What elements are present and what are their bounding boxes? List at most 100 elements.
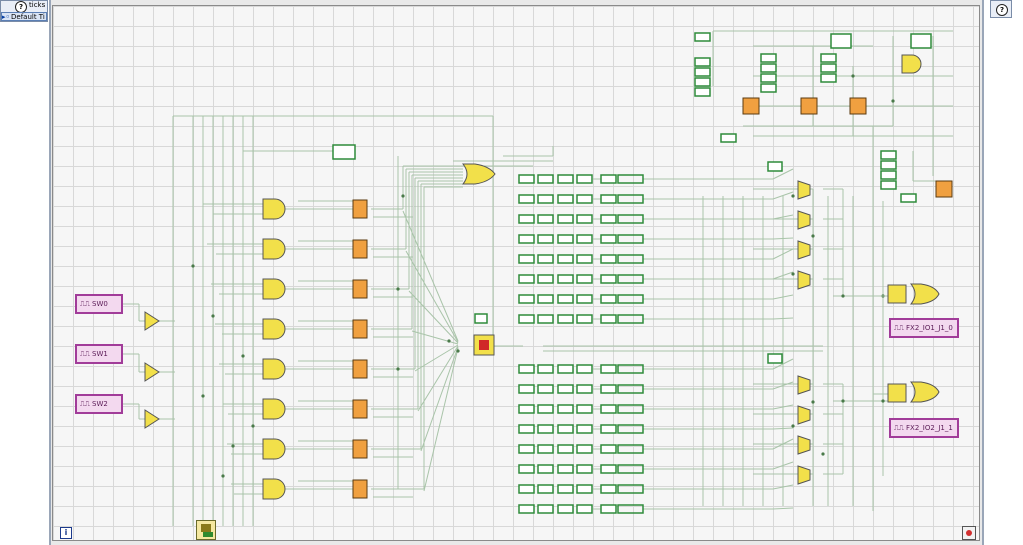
switch-input-sw0[interactable]: ⎍⎍ SW0 bbox=[75, 294, 123, 314]
flip-flop bbox=[935, 180, 953, 198]
constant-block bbox=[537, 424, 554, 434]
constant-block bbox=[518, 314, 535, 324]
tristate-buffer bbox=[887, 284, 907, 304]
constant-block bbox=[537, 294, 554, 304]
bus-splitter bbox=[617, 314, 644, 324]
constant-block bbox=[820, 53, 837, 63]
circuit-diagram bbox=[123, 30, 953, 526]
constant-block bbox=[694, 87, 711, 97]
constant-block bbox=[760, 83, 777, 93]
constant-block bbox=[694, 77, 711, 87]
and-gate bbox=[262, 198, 286, 220]
constant-block bbox=[557, 424, 574, 434]
bus-splitter bbox=[617, 174, 644, 184]
constant-block bbox=[600, 314, 617, 324]
and-gate bbox=[262, 478, 286, 500]
tick-value-dropdown[interactable]: ▸◦Default Ti bbox=[1, 12, 47, 21]
constant-block bbox=[600, 404, 617, 414]
multiplexer bbox=[797, 240, 811, 260]
circuit-canvas[interactable]: ⎍⎍ SW0 ⎍⎍ SW1 ⎍⎍ SW2 ⎍⎍ FX2_IO1_J1_0 ⎍⎍ … bbox=[52, 5, 980, 541]
bus-splitter bbox=[617, 504, 644, 514]
constant-block bbox=[600, 294, 617, 304]
flip-flop bbox=[352, 359, 368, 379]
or-gate bbox=[909, 283, 940, 305]
and-gate bbox=[262, 278, 286, 300]
constant-block bbox=[900, 193, 917, 203]
bus-splitter bbox=[617, 484, 644, 494]
switch-input-sw2[interactable]: ⎍⎍ SW2 bbox=[75, 394, 123, 414]
constant-block bbox=[474, 313, 488, 324]
bus-splitter bbox=[617, 364, 644, 374]
right-clock-control[interactable]: ? bbox=[990, 0, 1012, 18]
constant-block bbox=[600, 254, 617, 264]
bus-splitter bbox=[617, 234, 644, 244]
constant-block bbox=[557, 294, 574, 304]
buffer-gate bbox=[144, 311, 160, 331]
constant-block bbox=[557, 314, 574, 324]
info-icon[interactable]: i bbox=[60, 527, 72, 539]
constant-block bbox=[537, 234, 554, 244]
constant-block bbox=[576, 254, 593, 264]
constant-block bbox=[820, 63, 837, 73]
constant-block bbox=[600, 504, 617, 514]
switch-label: SW0 bbox=[92, 300, 108, 308]
and-gate bbox=[262, 238, 286, 260]
stop-simulation-icon[interactable] bbox=[962, 526, 976, 540]
constant-block bbox=[576, 504, 593, 514]
bus-splitter bbox=[617, 384, 644, 394]
constant-block bbox=[518, 234, 535, 244]
bus-splitter bbox=[617, 464, 644, 474]
register-chip-icon bbox=[479, 340, 489, 350]
constant-block bbox=[600, 364, 617, 374]
output-pin-io1[interactable]: ⎍⎍ FX2_IO1_J1_0 bbox=[889, 318, 959, 338]
constant-block bbox=[537, 214, 554, 224]
constant-block bbox=[557, 484, 574, 494]
bus-splitter bbox=[617, 274, 644, 284]
constant-block bbox=[557, 404, 574, 414]
tristate-buffer bbox=[887, 383, 907, 403]
splitter-block bbox=[910, 33, 932, 49]
constant-block bbox=[557, 214, 574, 224]
wire-network bbox=[123, 30, 953, 526]
constant-block bbox=[576, 464, 593, 474]
switch-input-sw1[interactable]: ⎍⎍ SW1 bbox=[75, 344, 123, 364]
constant-block bbox=[518, 464, 535, 474]
constant-block bbox=[576, 384, 593, 394]
multiplexer bbox=[797, 465, 811, 485]
constant-block bbox=[576, 174, 593, 184]
flip-flop bbox=[352, 319, 368, 339]
constant-block bbox=[518, 444, 535, 454]
constant-block bbox=[600, 484, 617, 494]
constant-block bbox=[518, 254, 535, 264]
constant-block bbox=[557, 464, 574, 474]
constant-block bbox=[557, 274, 574, 284]
constant-block bbox=[518, 484, 535, 494]
constant-block bbox=[760, 53, 777, 63]
splitter-block bbox=[332, 144, 356, 160]
constant-block bbox=[518, 364, 535, 374]
constant-block bbox=[576, 404, 593, 414]
constant-block bbox=[557, 384, 574, 394]
bus-splitter bbox=[617, 294, 644, 304]
simulate-button[interactable] bbox=[196, 520, 216, 540]
buffer-gate bbox=[144, 409, 160, 429]
flip-flop bbox=[800, 97, 818, 115]
constant-block bbox=[518, 214, 535, 224]
switch-label: SW1 bbox=[92, 350, 108, 358]
constant-block bbox=[557, 174, 574, 184]
output-pin-io2[interactable]: ⎍⎍ FX2_IO2_J1_1 bbox=[889, 418, 959, 438]
constant-block bbox=[576, 424, 593, 434]
constant-block bbox=[880, 150, 897, 160]
constant-block bbox=[518, 274, 535, 284]
constant-block bbox=[600, 174, 617, 184]
buffer-gate bbox=[144, 362, 160, 382]
constant-block bbox=[576, 364, 593, 374]
flip-flop bbox=[352, 199, 368, 219]
constant-block bbox=[600, 444, 617, 454]
constant-block bbox=[694, 67, 711, 77]
constant-block bbox=[576, 234, 593, 244]
constant-block bbox=[537, 274, 554, 284]
tick-control[interactable]: ? ticks ▸◦Default Ti bbox=[0, 0, 48, 22]
multiplexer bbox=[797, 405, 811, 425]
constant-block bbox=[694, 32, 711, 42]
